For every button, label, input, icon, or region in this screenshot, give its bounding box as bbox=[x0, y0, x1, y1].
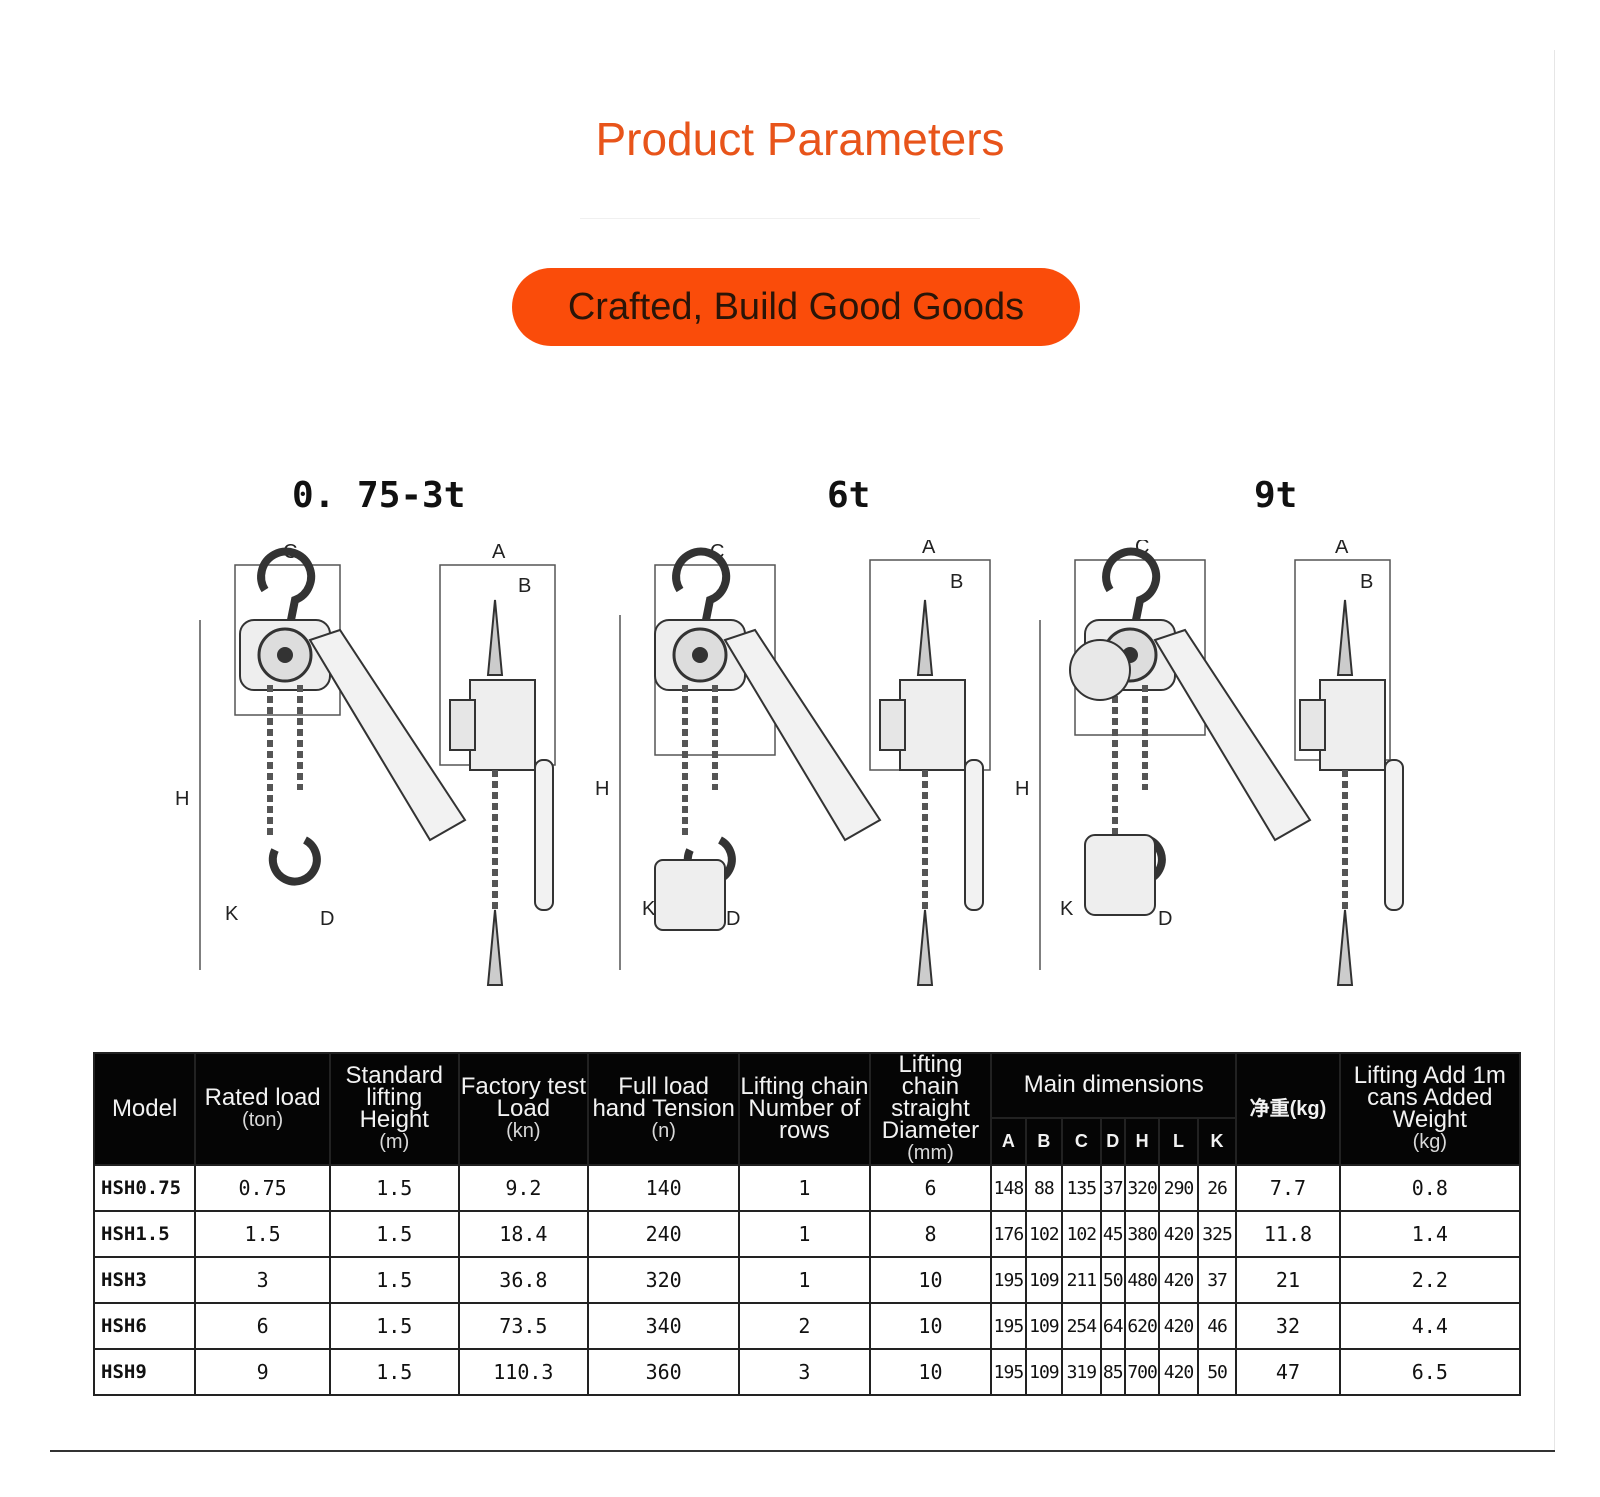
header-net-weight: 净重(kg) bbox=[1235, 1052, 1341, 1166]
header-lifting-height: Standard lifting Height(m) bbox=[328, 1052, 460, 1166]
product-parameters-table: Model Rated load(ton) Standard lifting H… bbox=[92, 1052, 1522, 1396]
header-chain-rows: Lifting chain Number of rows bbox=[738, 1052, 871, 1166]
dim-label-d-9t: D bbox=[1158, 908, 1172, 930]
header-dim-h: H bbox=[1123, 1116, 1161, 1167]
table-row: HSH0.75 0.75 1.5 9.2 140 1 6 148 88 135 … bbox=[92, 1164, 1522, 1212]
dim-label-h-6t: H bbox=[595, 778, 609, 800]
header-rated-load: Rated load(ton) bbox=[194, 1052, 331, 1166]
header-hand-tension: Full load hand Tension(n) bbox=[587, 1052, 741, 1166]
dim-label-k-6t: K bbox=[642, 898, 656, 920]
title-underline bbox=[580, 218, 980, 219]
dim-label-b: B bbox=[518, 575, 531, 597]
banner-text: Crafted, Build Good Goods bbox=[567, 285, 1025, 328]
dim-label-a: A bbox=[492, 541, 506, 563]
table-row: HSH1.5 1.5 1.5 18.4 240 1 8 176 102 102 … bbox=[92, 1210, 1522, 1258]
header-test-load: Factory test Load(kn) bbox=[457, 1052, 590, 1166]
bottom-divider bbox=[50, 1450, 1555, 1452]
table-row: HSH6 6 1.5 73.5 340 2 10 195 109 254 64 … bbox=[92, 1302, 1522, 1350]
header-dim-c: C bbox=[1061, 1116, 1102, 1167]
capacity-label-6t: 6t bbox=[827, 475, 871, 516]
header-dim-d: D bbox=[1099, 1116, 1126, 1167]
page-title: Product Parameters bbox=[595, 113, 1005, 165]
header-model: Model bbox=[92, 1052, 197, 1166]
table-row: HSH3 3 1.5 36.8 320 1 10 195 109 211 50 … bbox=[92, 1256, 1522, 1304]
capacity-label-small: 0. 75-3t bbox=[292, 475, 466, 516]
banner-pill: Crafted, Build Good Goods bbox=[512, 268, 1080, 346]
dim-label-b-6t: B bbox=[950, 571, 963, 593]
header-dim-a: A bbox=[990, 1116, 1027, 1167]
header-dim-l: L bbox=[1158, 1116, 1199, 1167]
dim-label-h: H bbox=[175, 788, 189, 810]
header-chain-diameter: Lifting chain straight Diameter(mm) bbox=[868, 1052, 993, 1166]
header-added-weight: Lifting Add 1m cans Added Weight(kg) bbox=[1338, 1052, 1522, 1166]
table-row: HSH9 9 1.5 110.3 360 3 10 195 109 319 85… bbox=[92, 1348, 1522, 1396]
header-dim-b: B bbox=[1024, 1116, 1064, 1167]
dim-label-a-6t: A bbox=[922, 540, 936, 558]
header-dim-k: K bbox=[1196, 1116, 1238, 1167]
right-divider bbox=[1554, 50, 1555, 1450]
header-main-dimensions: Main dimensions bbox=[990, 1052, 1238, 1119]
dim-label-b-9t: B bbox=[1360, 571, 1373, 593]
dim-label-h-9t: H bbox=[1015, 778, 1029, 800]
hoist-technical-drawings: C H L K D A B C H L K D A B C bbox=[175, 540, 1460, 1020]
dim-label-k: K bbox=[225, 903, 239, 925]
dim-label-a-9t: A bbox=[1335, 540, 1349, 558]
dim-label-d: D bbox=[320, 908, 334, 930]
capacity-label-9t: 9t bbox=[1254, 475, 1298, 516]
dim-label-d-6t: D bbox=[726, 908, 740, 930]
dim-label-k-9t: K bbox=[1060, 898, 1074, 920]
